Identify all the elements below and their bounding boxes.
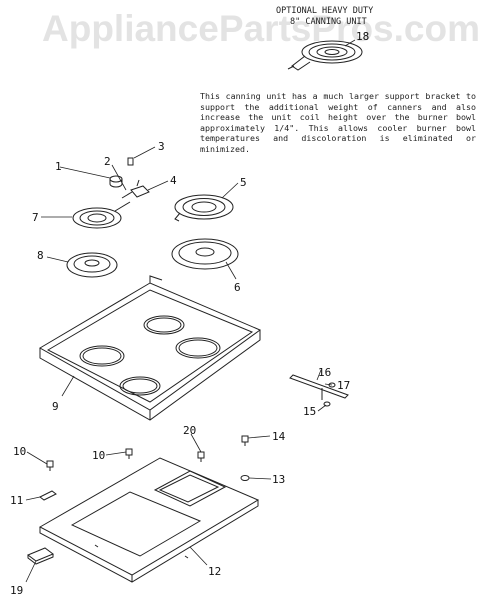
part-5-large-surface-element	[174, 194, 234, 222]
callout-7: 7	[32, 211, 39, 224]
callout-19: 19	[10, 584, 23, 597]
callout-6: 6	[234, 281, 241, 294]
callout-1: 1	[55, 160, 62, 173]
callout-5: 5	[240, 176, 247, 189]
callout-8: 8	[37, 249, 44, 262]
optional-unit-title: OPTIONAL HEAVY DUTY 8" CANNING UNIT	[276, 6, 373, 28]
callout-20: 20	[183, 424, 196, 437]
callout-18: 18	[356, 30, 369, 43]
part-13-screw	[240, 475, 250, 481]
callout-4: 4	[170, 174, 177, 187]
callout-15: 15	[303, 405, 316, 418]
part-20-screw	[197, 451, 205, 462]
part-12-bottom-panel	[38, 457, 260, 583]
part-1-knob	[109, 175, 123, 188]
part-16-support-bracket	[289, 374, 349, 407]
callout-12: 12	[208, 565, 221, 578]
callout-17: 17	[337, 379, 350, 392]
part-10-screw	[46, 460, 54, 471]
callout-10: 10	[13, 445, 26, 458]
callout-11: 11	[10, 494, 23, 507]
leader-lines	[25, 39, 356, 583]
callout-3: 3	[158, 140, 165, 153]
part-14-screw	[241, 435, 249, 446]
part-4-terminal-block	[121, 179, 150, 199]
part-19-tab	[26, 547, 55, 565]
canning-unit-coil	[287, 40, 363, 71]
canning-unit-note: This canning unit has a much larger supp…	[200, 91, 476, 154]
callout-9: 9	[52, 400, 59, 413]
part-7-small-surface-element	[72, 201, 131, 229]
callout-14: 14	[272, 430, 286, 443]
callout-10b: 10	[92, 449, 105, 462]
part-6-large-drip-bowl	[171, 238, 239, 270]
part-11-clip	[39, 490, 57, 501]
part-3-screw	[127, 157, 134, 166]
optional-unit-title-line2: 8" CANNING UNIT	[290, 17, 367, 27]
part-9-cooktop	[38, 275, 262, 421]
callout-13: 13	[272, 473, 285, 486]
part-8-small-drip-bowl	[66, 252, 118, 278]
watermark: AppliancePartsPros.com	[42, 8, 480, 49]
callout-16: 16	[318, 366, 331, 379]
part-10-screw-b	[125, 448, 133, 459]
callout-2: 2	[104, 155, 111, 168]
optional-unit-title-line1: OPTIONAL HEAVY DUTY	[276, 6, 374, 16]
